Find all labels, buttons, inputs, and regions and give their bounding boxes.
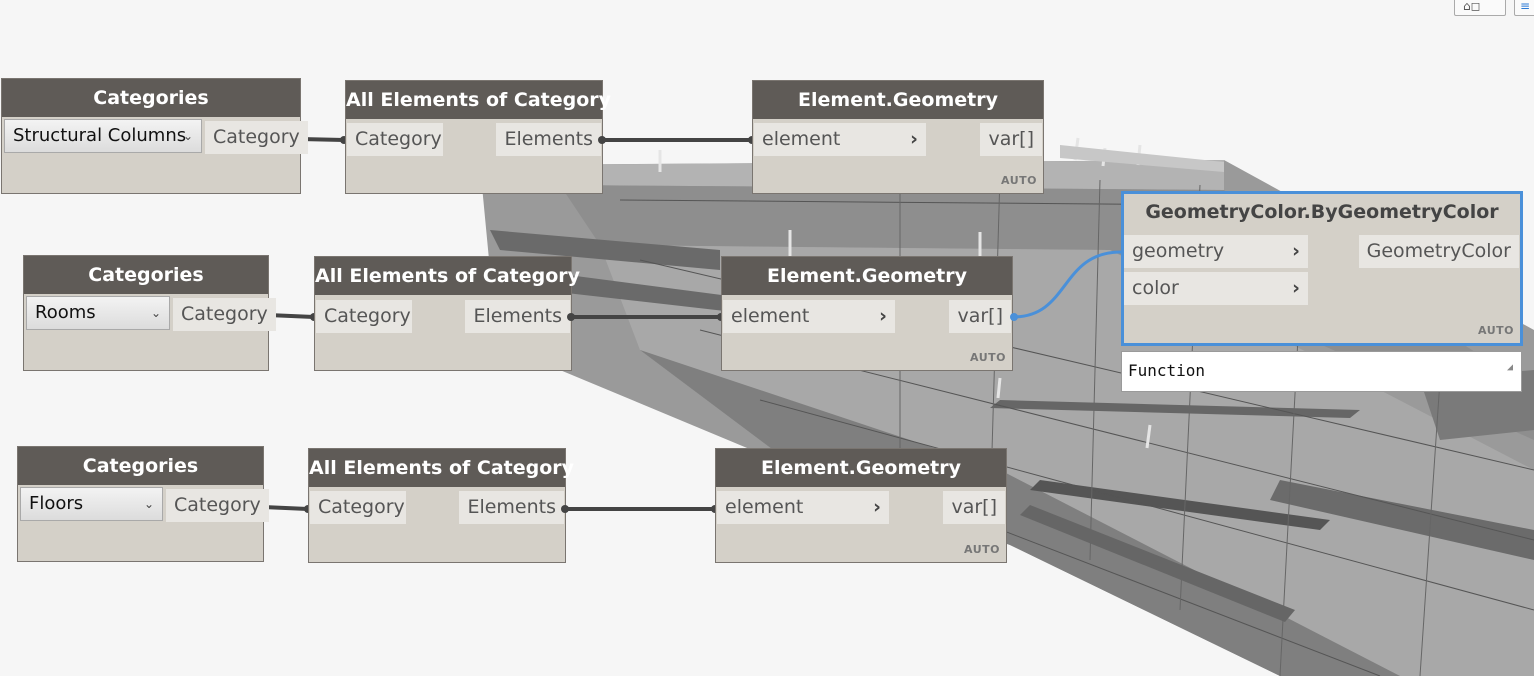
- input-port-category[interactable]: Category: [347, 123, 443, 156]
- geometry-color-node[interactable]: GeometryColor.ByGeometryColor geometry ›…: [1121, 191, 1523, 346]
- chevron-down-icon: ⌄: [182, 129, 193, 143]
- lacing-label: AUTO: [1001, 174, 1037, 187]
- chevron-down-icon: ⌄: [143, 497, 154, 511]
- preview-value: Function: [1128, 361, 1206, 380]
- output-port-category[interactable]: Category: [205, 121, 308, 154]
- dropdown-value: Floors: [29, 493, 84, 514]
- all-elements-node-1[interactable]: All Elements of Category Category Elemen…: [345, 80, 611, 194]
- output-port-var[interactable]: var[]: [943, 491, 1005, 524]
- lacing-label: AUTO: [970, 351, 1006, 364]
- port-label: color: [1132, 277, 1179, 299]
- categories-node-3[interactable]: Categories Floors ⌄ Category: [17, 446, 269, 562]
- input-port-element[interactable]: element ›: [754, 123, 926, 156]
- node-title: Element.Geometry: [722, 257, 1012, 295]
- chevron-right-icon: ›: [873, 496, 881, 518]
- element-geometry-node-1[interactable]: Element.Geometry element › var[] AUTO: [752, 80, 1044, 194]
- resize-grip-icon[interactable]: ◢: [1506, 362, 1513, 373]
- chevron-right-icon: ›: [1292, 277, 1300, 299]
- layout-icon: ≡: [1520, 0, 1531, 13]
- categories-node-1[interactable]: Categories Structural Columns ⌄ Category: [1, 78, 308, 194]
- lacing-label: AUTO: [1478, 324, 1514, 337]
- port-dot: [598, 136, 606, 144]
- output-port-category[interactable]: Category: [166, 489, 269, 522]
- port-label: element: [762, 128, 841, 150]
- chevron-down-icon: ⌄: [150, 306, 161, 320]
- layout-toggle[interactable]: ≡: [1514, 0, 1534, 16]
- port-dot: [340, 136, 348, 144]
- node-title: All Elements of Category: [346, 81, 611, 119]
- element-geometry-node-2[interactable]: Element.Geometry element › var[] AUTO: [721, 256, 1013, 371]
- chevron-right-icon: ›: [910, 128, 918, 150]
- lacing-label: AUTO: [964, 543, 1000, 556]
- port-dot: [567, 313, 575, 321]
- node-title: All Elements of Category: [315, 257, 580, 295]
- input-port-element[interactable]: element ›: [723, 300, 895, 333]
- chevron-right-icon: ›: [1292, 240, 1300, 262]
- port-label: element: [725, 496, 804, 518]
- input-port-element[interactable]: element ›: [717, 491, 889, 524]
- node-title: All Elements of Category: [309, 449, 574, 487]
- input-port-geometry[interactable]: geometry ›: [1124, 235, 1308, 268]
- input-port-category[interactable]: Category: [310, 491, 406, 524]
- background-preview-toggle[interactable]: ⌂◻: [1454, 0, 1506, 16]
- output-port-geometrycolor[interactable]: GeometryColor: [1358, 235, 1519, 268]
- category-dropdown[interactable]: Rooms ⌄: [26, 296, 170, 330]
- port-label: geometry: [1132, 240, 1225, 262]
- all-elements-node-2[interactable]: All Elements of Category Category Elemen…: [314, 256, 580, 371]
- category-dropdown[interactable]: Floors ⌄: [20, 487, 163, 521]
- output-port-elements[interactable]: Elements: [465, 300, 570, 333]
- output-port-elements[interactable]: Elements: [459, 491, 564, 524]
- node-title: Categories: [24, 256, 268, 294]
- dropdown-value: Structural Columns: [13, 125, 187, 146]
- category-dropdown[interactable]: Structural Columns ⌄: [4, 119, 202, 153]
- port-dot-selected: [1010, 313, 1018, 321]
- node-title: Categories: [18, 447, 263, 485]
- node-preview-bubble[interactable]: Function ◢: [1121, 351, 1522, 392]
- input-port-category[interactable]: Category: [316, 300, 412, 333]
- all-elements-node-3[interactable]: All Elements of Category Category Elemen…: [308, 448, 574, 563]
- node-title: Categories: [2, 79, 300, 117]
- dropdown-value: Rooms: [35, 302, 96, 323]
- element-geometry-node-3[interactable]: Element.Geometry element › var[] AUTO: [715, 448, 1007, 563]
- node-title: Element.Geometry: [716, 449, 1006, 487]
- port-label: element: [731, 305, 810, 327]
- categories-node-2[interactable]: Categories Rooms ⌄ Category: [23, 255, 276, 371]
- output-port-category[interactable]: Category: [173, 298, 276, 331]
- node-title: GeometryColor.ByGeometryColor: [1124, 194, 1520, 230]
- output-port-elements[interactable]: Elements: [496, 123, 601, 156]
- output-port-var[interactable]: var[]: [980, 123, 1042, 156]
- input-port-color[interactable]: color ›: [1124, 272, 1308, 305]
- output-port-var[interactable]: var[]: [949, 300, 1011, 333]
- background-preview-icon: ⌂◻: [1463, 0, 1481, 13]
- chevron-right-icon: ›: [879, 305, 887, 327]
- port-dot: [561, 505, 569, 513]
- node-title: Element.Geometry: [753, 81, 1043, 119]
